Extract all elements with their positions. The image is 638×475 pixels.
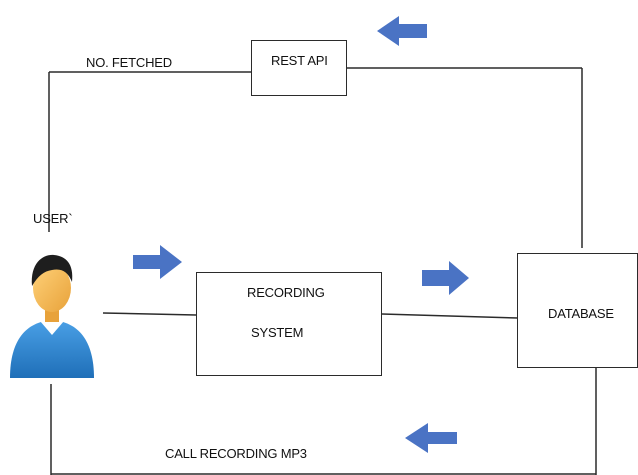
user-label: USER` bbox=[33, 211, 73, 226]
user-avatar-icon bbox=[10, 254, 94, 378]
database-label: DATABASE bbox=[548, 306, 614, 321]
recording-system-box: RECORDING SYSTEM bbox=[196, 272, 382, 376]
database-box: DATABASE bbox=[517, 253, 638, 368]
rest-api-box: REST API bbox=[251, 40, 347, 96]
arrow-left-icon bbox=[377, 16, 427, 46]
arrow-right-icon bbox=[133, 245, 182, 279]
line-recording-db bbox=[381, 313, 519, 319]
no-fetched-label: NO. FETCHED bbox=[86, 55, 172, 70]
rest-api-label: REST API bbox=[271, 53, 328, 68]
recording-system-label-line2: SYSTEM bbox=[251, 325, 304, 340]
call-recording-label: CALL RECORDING MP3 bbox=[165, 446, 307, 461]
arrow-right-icon bbox=[422, 261, 469, 295]
recording-system-label-line1: RECORDING bbox=[247, 285, 325, 300]
line-user-recording bbox=[102, 312, 197, 316]
arrow-left-icon bbox=[405, 423, 457, 453]
